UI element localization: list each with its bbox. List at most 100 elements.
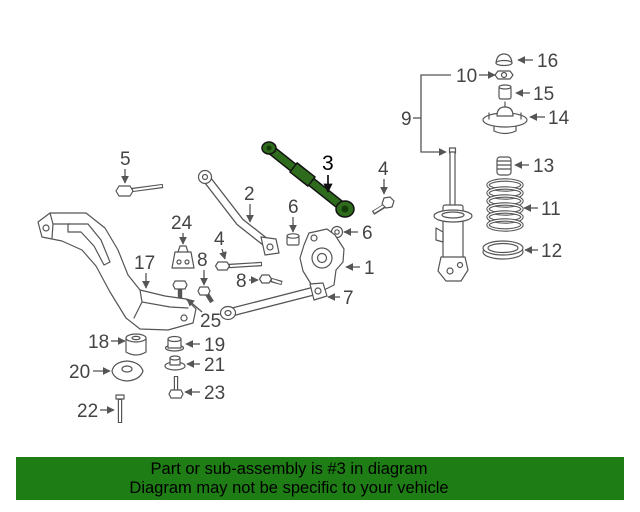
- bolt-head: [258, 274, 273, 284]
- coil-3-hl: [487, 195, 523, 207]
- part-8-bolt-right: [258, 274, 283, 286]
- callout-19: 19: [204, 335, 225, 356]
- part-1-knuckle: [299, 228, 345, 292]
- bolt-head: [168, 389, 184, 399]
- cap-rim: [495, 59, 513, 67]
- bushing-top: [498, 84, 512, 90]
- part-16-cap: [495, 53, 513, 67]
- leader-9-bracket: [420, 74, 451, 156]
- callout-15: 15: [533, 84, 554, 105]
- part-9-strut: [433, 147, 473, 282]
- strut-lower-bracket: [437, 256, 469, 282]
- callout-7: 7: [343, 288, 354, 309]
- arm-end-hole: [314, 287, 322, 295]
- part-20-mount: [111, 360, 144, 382]
- nut-hole: [500, 71, 508, 79]
- part-5-bolt: [115, 183, 164, 197]
- knuckle-hub-center: [316, 252, 328, 264]
- part-17-crossmember: [37, 212, 197, 331]
- bracket-flange: [177, 245, 189, 253]
- bushing-inner: [334, 229, 340, 235]
- bolt-shaft-highlight: [271, 279, 282, 284]
- callout-25: 25: [200, 311, 221, 332]
- bump-stop-body: [496, 156, 512, 176]
- nut-top: [167, 335, 182, 343]
- knuckle-ear-hole: [310, 234, 318, 242]
- callout-16: 16: [537, 51, 558, 72]
- callout-4-lower: 4: [214, 229, 225, 250]
- part-4-bolt-upper: [371, 196, 395, 215]
- bolt-head: [115, 185, 134, 197]
- callout-12: 12: [541, 241, 562, 262]
- part-14-strut-mount: [482, 101, 528, 135]
- arm-bushing-left-hole: [201, 173, 209, 181]
- bolt-shaft-highlight: [229, 263, 262, 267]
- part-24-bracket: [171, 245, 195, 269]
- part-22-long-bolt: [115, 394, 125, 423]
- bolt-shaft-highlight: [373, 204, 386, 213]
- leader-lines: [93, 56, 545, 414]
- part-3-highlighted-rod: [261, 141, 355, 218]
- arm-fill: [228, 287, 318, 316]
- callout-17: 17: [134, 253, 155, 274]
- bracket-body: [171, 251, 195, 269]
- strut-bracket-hole-1: [446, 267, 454, 275]
- part-15-bushing: [498, 84, 512, 100]
- part-21-washer: [164, 355, 186, 371]
- rod-bushing-right-hole: [341, 205, 349, 213]
- coil-6-hl: [487, 219, 523, 231]
- part-13-bump-stop: [496, 156, 512, 176]
- bolt-head: [197, 286, 211, 296]
- strut-spring-seat-inner: [441, 211, 465, 219]
- arm-bushing-left-hole: [224, 309, 232, 317]
- crossmember-hole-right: [180, 314, 188, 322]
- strut-tab: [435, 227, 444, 243]
- bracket-hole-left: [176, 259, 182, 265]
- banner-line-part: Part or sub-assembly is #3 in diagram: [150, 460, 428, 478]
- callout-11: 11: [541, 199, 561, 220]
- bushing-hole: [131, 335, 141, 341]
- arm-fill: [202, 174, 272, 248]
- washer-nut-top: [169, 355, 181, 361]
- mount-top-cap: [496, 106, 514, 117]
- part-2-control-arm: [197, 169, 280, 256]
- nut-top: [286, 233, 300, 239]
- callout-8-right: 8: [236, 271, 247, 292]
- callout-22: 22: [77, 401, 98, 422]
- bolt-head: [115, 394, 125, 400]
- part-8-bolt-left: [197, 286, 214, 304]
- part-4-bolt-lower: [214, 261, 263, 271]
- part-19-flange-nut: [164, 335, 185, 352]
- crossmember-body: [37, 212, 197, 331]
- callout-21: 21: [204, 355, 225, 376]
- callout-6-right: 6: [362, 223, 373, 244]
- coil-4-hl: [487, 203, 523, 215]
- crossmember-edge-lines: [49, 212, 189, 319]
- seat-inner: [487, 242, 519, 254]
- callout-9: 9: [401, 109, 412, 130]
- part-10-nut: [494, 70, 514, 80]
- strut-bracket-hole-2: [456, 261, 464, 269]
- strut-rod: [449, 151, 456, 207]
- crossmember-hole-left: [42, 224, 50, 232]
- callout-6-left: 6: [288, 197, 299, 218]
- part-12-spring-seat: [482, 240, 524, 260]
- part-25-bolt: [172, 280, 188, 298]
- leader-25: [186, 298, 203, 313]
- rod-adjuster-fill: [290, 164, 315, 185]
- callout-10: 10: [456, 66, 477, 87]
- part-23-bolt: [168, 376, 184, 399]
- callout-23: 23: [204, 383, 225, 404]
- leader-4-lower: [219, 248, 227, 260]
- rod-bushing-left-hole: [266, 145, 272, 151]
- callout-18: 18: [88, 332, 109, 353]
- bushing-body: [125, 337, 147, 356]
- bolt-head: [381, 196, 395, 209]
- callout-5: 5: [120, 149, 131, 170]
- coil-1-hl: [487, 179, 523, 191]
- bolt-head: [172, 280, 188, 290]
- coil-5-hl: [487, 211, 523, 223]
- part-18-bushing: [125, 333, 147, 356]
- callout-1: 1: [364, 258, 375, 279]
